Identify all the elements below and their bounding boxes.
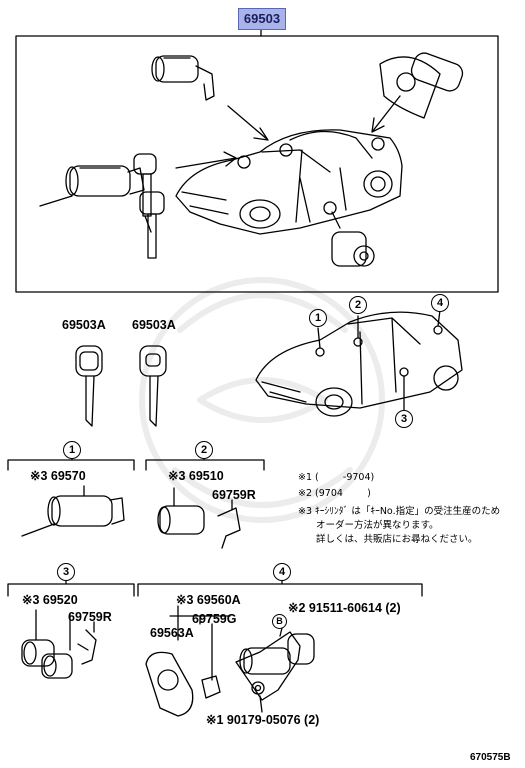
ignition-lock-cylinder bbox=[39, 165, 145, 207]
main-part-number[interactable]: 69503 bbox=[238, 8, 286, 30]
arrow-door-cylinder bbox=[227, 105, 269, 141]
car-callout-2[interactable]: 2 bbox=[349, 296, 367, 314]
group4-sub2-label[interactable]: 69563A bbox=[150, 626, 194, 640]
group1-part-label[interactable]: ※3 69570 bbox=[30, 469, 86, 483]
arrow-trunk bbox=[371, 95, 401, 133]
group1-frame bbox=[7, 459, 135, 471]
note-1-mark: ※1 bbox=[298, 472, 313, 483]
key-a-drawing bbox=[75, 345, 103, 427]
car-callout-4[interactable]: 4 bbox=[431, 294, 449, 312]
group3-part-label[interactable]: ※3 69520 bbox=[22, 593, 78, 607]
group3-callout: 3 bbox=[57, 563, 75, 581]
group4-frame bbox=[137, 583, 423, 597]
group4-part-label[interactable]: ※3 69560A bbox=[176, 593, 241, 607]
diagram-code: 670575B bbox=[470, 752, 511, 763]
group1-ignition-cylinder bbox=[21, 485, 125, 537]
glovebox-cylinder-top bbox=[331, 231, 375, 267]
bolt-marker-b: B bbox=[272, 614, 287, 629]
group2-frame bbox=[145, 459, 265, 471]
group1-callout: 1 bbox=[63, 441, 81, 459]
note-1: ※1 ( -9704) bbox=[298, 472, 374, 483]
note-1-text: ( -9704) bbox=[315, 472, 375, 483]
note-3-mark: ※3 bbox=[298, 506, 313, 517]
note-2-text: (9704 ) bbox=[315, 488, 371, 499]
group2-part-label[interactable]: ※3 69510 bbox=[168, 469, 224, 483]
key-a-part-label[interactable]: 69503A bbox=[62, 318, 106, 332]
arrow-glovebox bbox=[331, 211, 341, 229]
key-b-drawing bbox=[139, 345, 167, 427]
group2-sub-label[interactable]: 69759R bbox=[212, 488, 256, 502]
top-car-drawing bbox=[175, 129, 403, 235]
group2-callout: 2 bbox=[195, 441, 213, 459]
car-callout-1[interactable]: 1 bbox=[309, 309, 327, 327]
note-3: ※3 ｷｰｼﾘﾝﾀﾞ は「ｷｰNo.指定」の受注生産のため bbox=[298, 503, 500, 517]
note-5: 詳しくは、共販店にお尋ねください。 bbox=[316, 534, 478, 545]
group4-callout: 4 bbox=[273, 563, 291, 581]
note-2-mark: ※2 bbox=[298, 488, 313, 499]
group4-screw-label[interactable]: ※1 90179-05076 (2) bbox=[206, 713, 320, 727]
group2-door-cylinder bbox=[157, 487, 241, 549]
group3-sub-label[interactable]: 69759R bbox=[68, 610, 112, 624]
watermark bbox=[139, 277, 385, 523]
top-overview-frame bbox=[15, 35, 499, 293]
trunk-lock-cylinder-top bbox=[379, 52, 464, 119]
car-callout-3[interactable]: 3 bbox=[395, 410, 413, 428]
door-lock-cylinder-top bbox=[151, 55, 215, 101]
key-b-part-label[interactable]: 69503A bbox=[132, 318, 176, 332]
group4-bolt-label[interactable]: ※2 91511-60614 (2) bbox=[288, 601, 401, 615]
note-3-text: ｷｰｼﾘﾝﾀﾞ は「ｷｰNo.指定」の受注生産のため bbox=[315, 506, 501, 517]
group3-cylinders bbox=[21, 609, 97, 679]
arrow-ignition bbox=[175, 151, 237, 169]
middle-car-drawing bbox=[255, 309, 463, 417]
note-4: オーダー方法が異なります。 bbox=[316, 520, 439, 531]
keys-top bbox=[133, 153, 165, 259]
group3-frame bbox=[7, 583, 135, 597]
group4-trunk-assembly bbox=[145, 605, 315, 717]
note-2: ※2 (9704 ) bbox=[298, 488, 371, 499]
group4-sub1-label[interactable]: 69759G bbox=[192, 612, 237, 626]
